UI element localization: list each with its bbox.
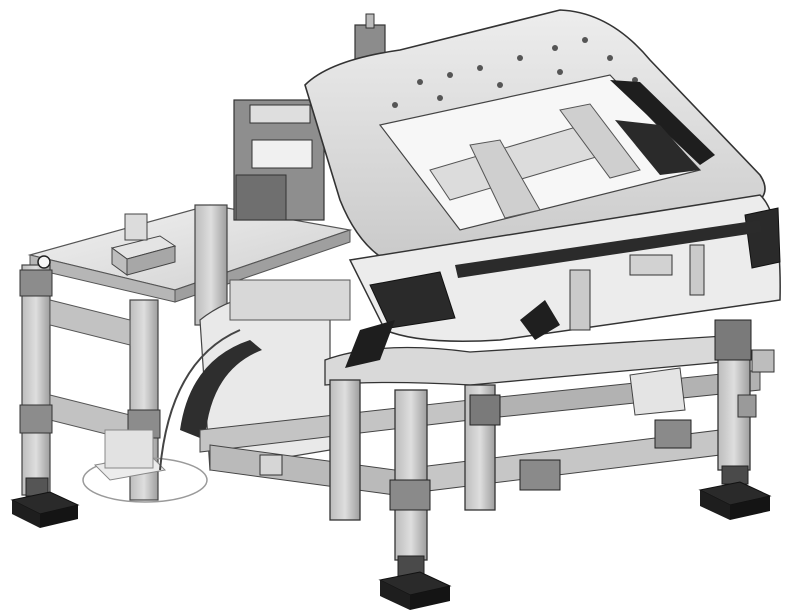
left-feet bbox=[10, 477, 80, 528]
swivel-base bbox=[82, 429, 208, 503]
rear-tower bbox=[233, 13, 386, 221]
front-feet bbox=[378, 465, 772, 610]
right-bracket bbox=[737, 349, 775, 418]
left-platform bbox=[27, 204, 353, 303]
car-body-shell bbox=[304, 9, 781, 386]
roof-bolts bbox=[392, 37, 638, 108]
base-frame bbox=[199, 319, 761, 561]
